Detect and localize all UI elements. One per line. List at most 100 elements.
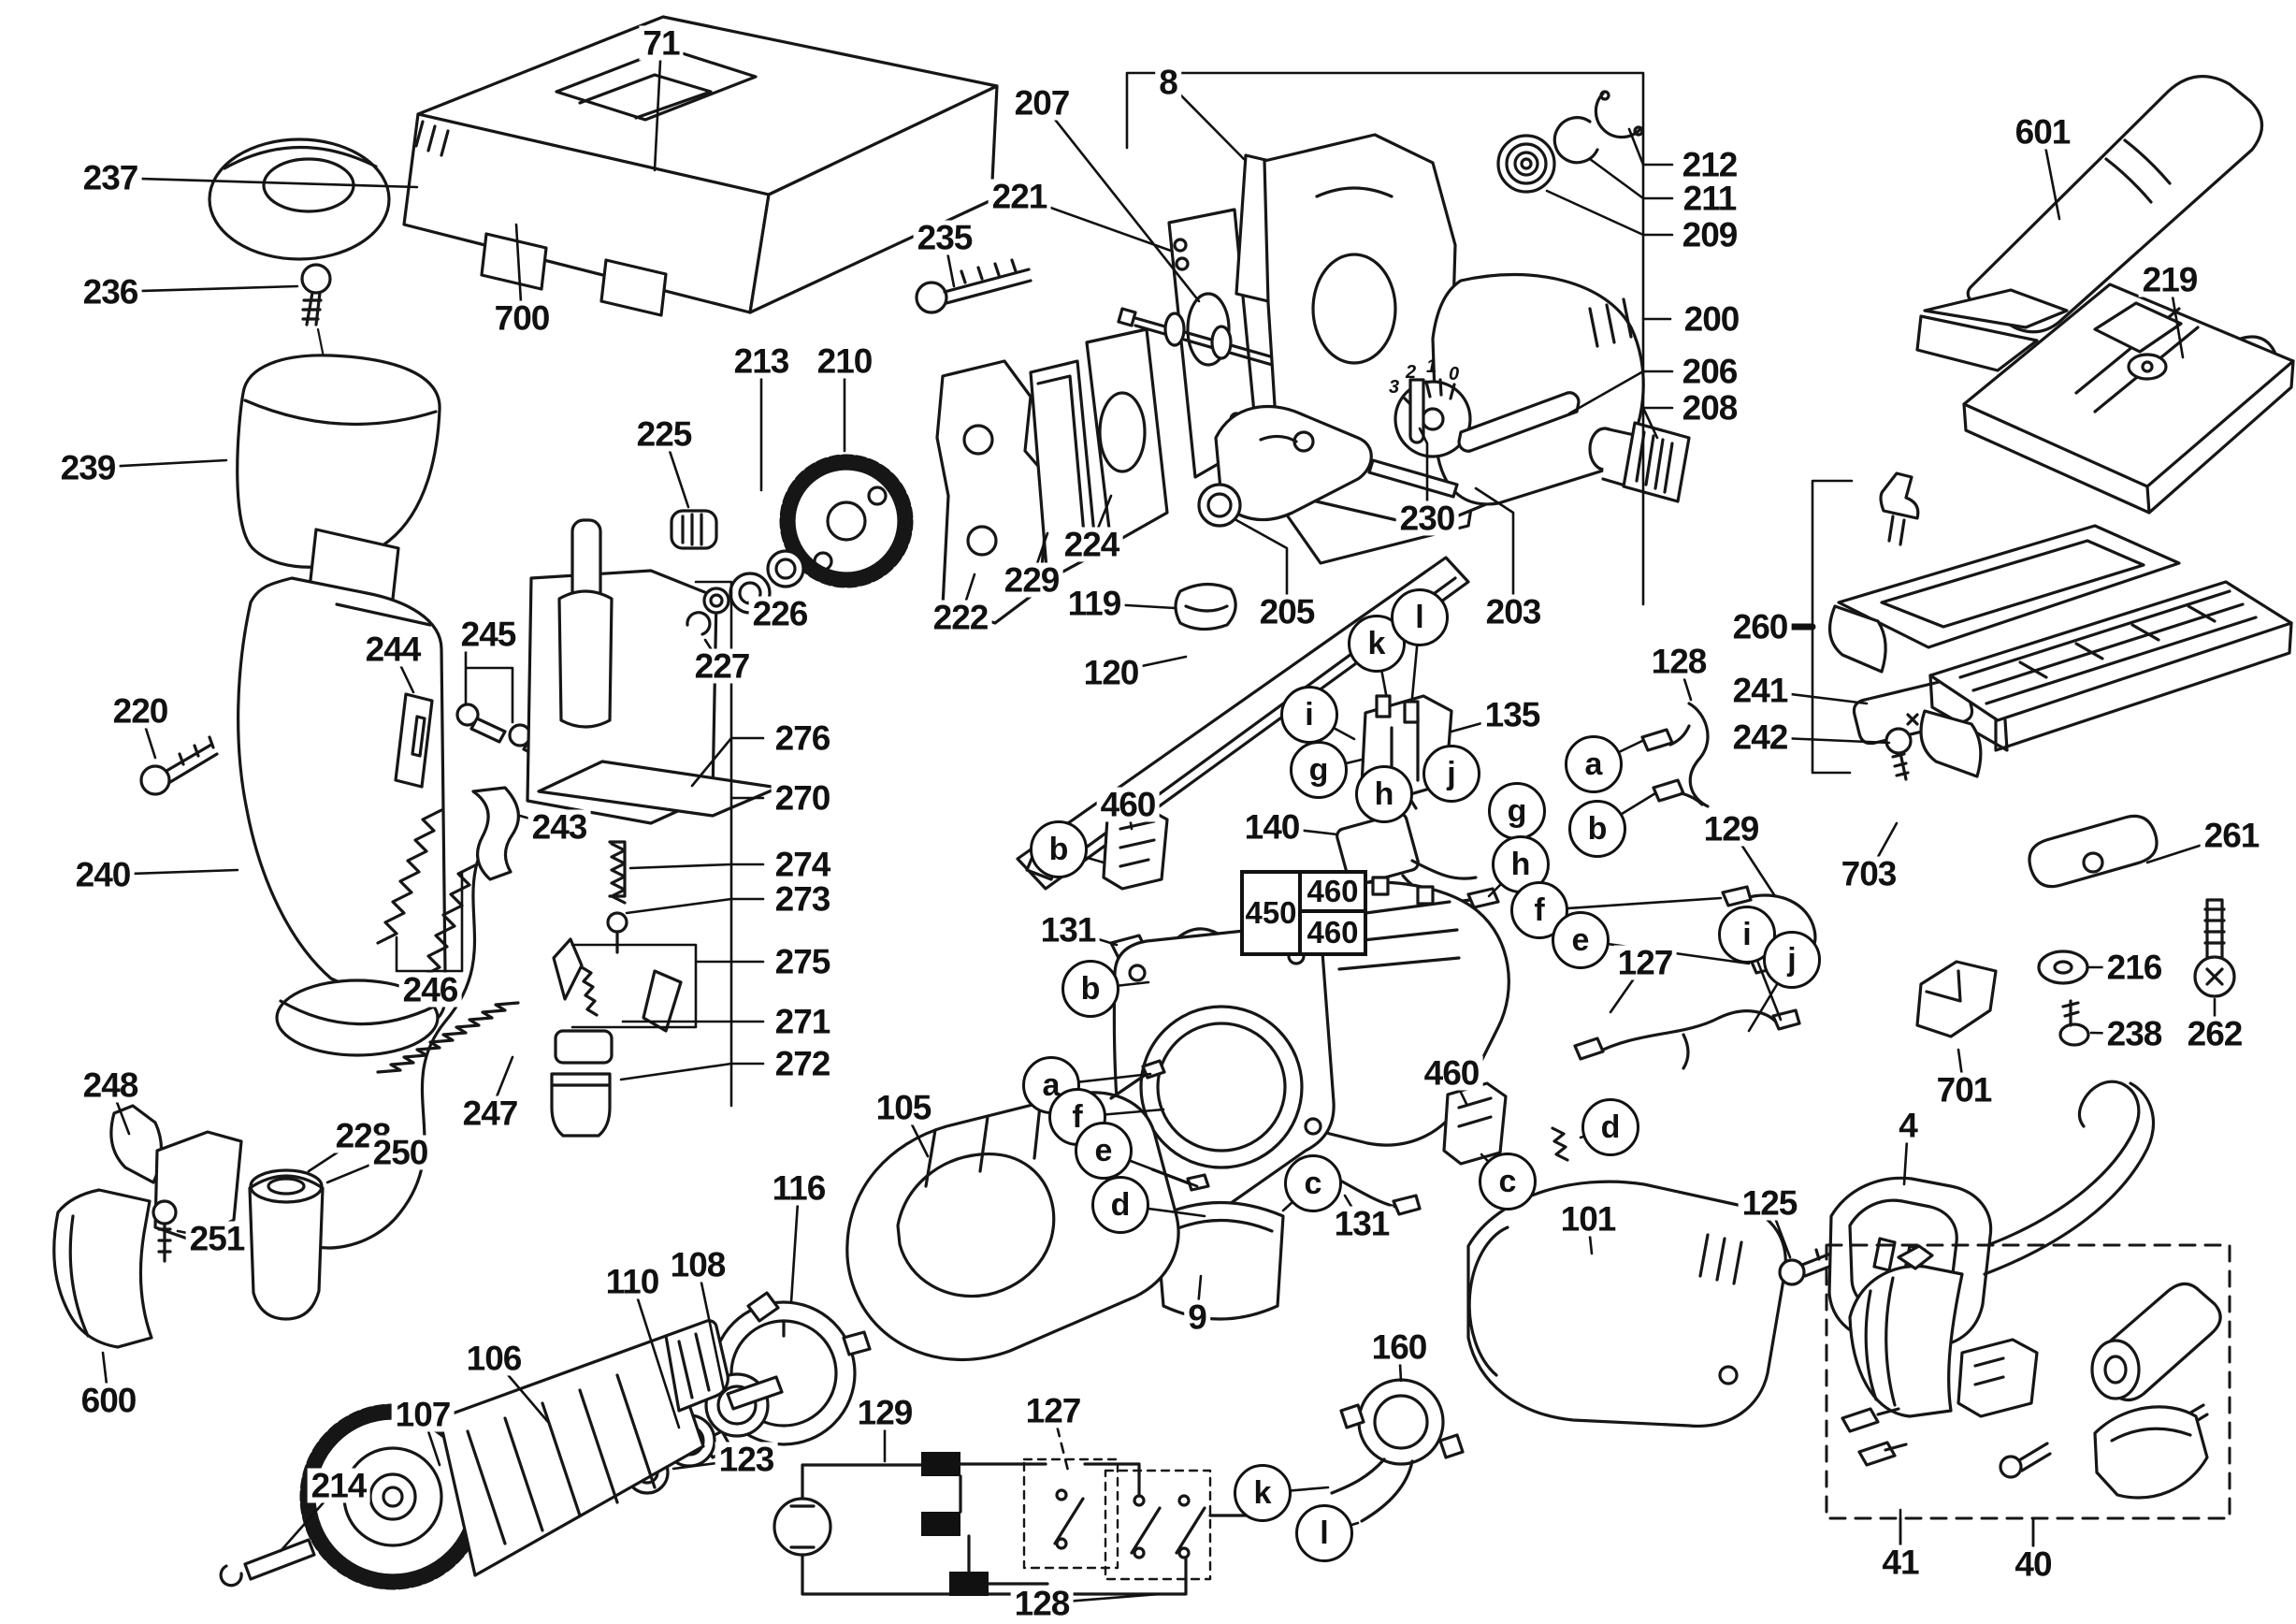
ref-table-top-cell: 460 (1302, 874, 1364, 913)
part-label-71-0: 71 (639, 25, 684, 61)
part-label-140-41: 140 (1240, 809, 1304, 845)
part-label-260-73: 260 (1728, 609, 1792, 645)
part-label-200-32: 200 (1680, 301, 1743, 337)
part-label-2-86: 2 (1405, 362, 1416, 383)
circled-label-h-4: h (1355, 765, 1413, 823)
part-label-251-15: 251 (185, 1221, 249, 1256)
part-label-209-31: 209 (1678, 217, 1741, 253)
part-label-224-24: 224 (1060, 527, 1123, 562)
part-label-460-46: 460 (1096, 787, 1160, 822)
circled-label-c-21: c (1479, 1153, 1537, 1211)
part-label-41-83: 41 (1878, 1544, 1923, 1580)
part-label-241-74: 241 (1728, 673, 1792, 708)
part-label-250-14: 250 (368, 1135, 432, 1170)
part-label-222-22: 222 (929, 600, 992, 635)
circled-label-l-24: l (1295, 1504, 1353, 1562)
part-label-203-36: 203 (1481, 594, 1545, 630)
part-label-3-85: 3 (1388, 377, 1399, 398)
circled-label-g-8: g (1488, 782, 1546, 840)
circled-label-e-11: e (1552, 911, 1610, 969)
leader-line (108, 176, 419, 189)
part-label-105-54: 105 (872, 1090, 935, 1125)
part-label-120-39: 120 (1079, 655, 1143, 690)
part-label-236-3: 236 (79, 274, 142, 310)
part-label-273-50: 273 (771, 881, 834, 917)
lever-205-drawing (1197, 404, 1373, 528)
motor-housing-101-drawing (1466, 1180, 1865, 1428)
nozzle-601-drawing (1915, 75, 2264, 372)
circled-label-a-6: a (1565, 735, 1623, 793)
ref-table-left-cell: 450 (1244, 874, 1302, 952)
part-label-101-69: 101 (1556, 1201, 1620, 1237)
housing-240-drawing (237, 528, 448, 1057)
part-label-240-6: 240 (71, 857, 135, 892)
part-label-701-81: 701 (1932, 1072, 1996, 1108)
part-label-127-44: 127 (1613, 945, 1677, 980)
part-label-276-47: 276 (771, 720, 834, 756)
part-label-243-9: 243 (527, 809, 591, 845)
part-label-460-67: 460 (1420, 1055, 1483, 1091)
wire-128-drawing (1640, 702, 1710, 808)
part-label-213-17: 213 (729, 343, 793, 379)
part-label-208-34: 208 (1678, 390, 1741, 426)
part-label-119-38: 119 (1063, 586, 1125, 621)
part-label-135-40: 135 (1480, 697, 1544, 732)
part-label-212-29: 212 (1678, 147, 1741, 182)
part-label-0-88: 0 (1448, 364, 1459, 384)
part-label-210-18: 210 (813, 343, 876, 379)
part-label-106-58: 106 (462, 1341, 526, 1376)
part-label-244-7: 244 (361, 631, 425, 667)
part-label-225-19: 225 (632, 416, 696, 452)
circled-label-d-22: d (1581, 1098, 1639, 1156)
circled-label-b-15: b (1061, 960, 1119, 1018)
cover-239-drawing (236, 354, 441, 569)
part-label-226-20: 226 (748, 596, 812, 631)
part-label-700-1: 700 (490, 300, 554, 336)
cap-237-drawing (208, 138, 391, 261)
leader-line (653, 41, 663, 172)
part-label-239-4: 239 (56, 450, 120, 486)
circled-label-b-14: b (1030, 820, 1088, 878)
part-label-160-68: 160 (1367, 1329, 1431, 1365)
circled-label-c-20: c (1284, 1154, 1342, 1212)
part-label-271-52: 271 (771, 1004, 834, 1039)
part-label-219-72: 219 (2138, 262, 2202, 297)
circled-label-i-2: i (1280, 686, 1338, 744)
part-label-601-71: 601 (2011, 114, 2074, 150)
part-label-8-27: 8 (1155, 65, 1181, 100)
part-label-128-42: 128 (1647, 644, 1711, 679)
screw-220-drawing (139, 735, 219, 796)
part-label-127-63: 127 (1021, 1393, 1085, 1428)
bracket-lines (395, 71, 2035, 1547)
part-label-242-75: 242 (1728, 719, 1792, 755)
part-label-211-30: 211 (1679, 181, 1740, 216)
leader-line (630, 1280, 681, 1429)
bearing-cover-160-drawing (1330, 1378, 1465, 1523)
base-plate-assembly-drawing (1827, 283, 2295, 1047)
part-label-245-8: 245 (456, 616, 520, 652)
part-label-216-78: 216 (2102, 950, 2166, 985)
circled-label-j-5: j (1422, 745, 1480, 803)
part-label-214-60: 214 (307, 1468, 370, 1503)
leader-line (789, 1186, 801, 1304)
leader-line (696, 1263, 726, 1392)
part-label-248-12: 248 (79, 1067, 142, 1103)
leader-line (1538, 896, 1723, 912)
part-label-230-35: 230 (1395, 500, 1459, 536)
part-label-205-37: 205 (1255, 594, 1319, 630)
plunger-assembly-drawing (526, 518, 780, 954)
ref-table-bottom-cell: 460 (1307, 915, 1359, 950)
circled-label-d-19: d (1091, 1176, 1149, 1234)
part-label-274-49: 274 (771, 847, 834, 882)
part-label-235-28: 235 (913, 220, 976, 255)
part-label-237-2: 237 (79, 160, 142, 196)
pins-rods-drawing (1367, 378, 1691, 503)
part-label-229-23: 229 (1000, 562, 1063, 598)
part-label-110-57: 110 (601, 1264, 663, 1299)
ref-table: 450 460 460 (1240, 870, 1367, 956)
part-label-4-82: 4 (1895, 1108, 1921, 1143)
part-label-703-76: 703 (1837, 856, 1900, 892)
circuit-schematic-drawing (773, 1452, 1259, 1596)
part-label-261-77: 261 (2200, 818, 2263, 853)
